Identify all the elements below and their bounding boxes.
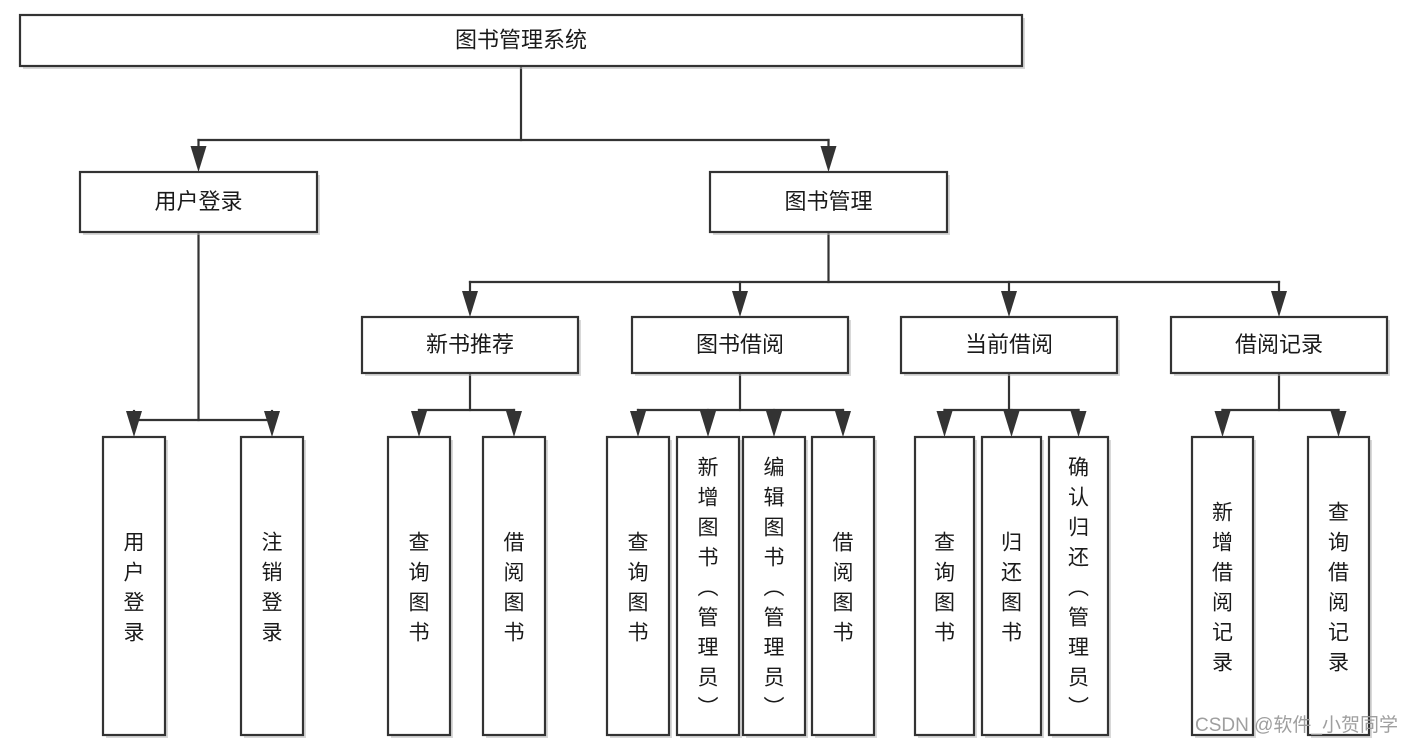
node-box[interactable] <box>386 435 452 737</box>
node-label: 借阅图书 <box>504 531 525 644</box>
arrow-head-icon <box>1003 411 1020 437</box>
node-box[interactable] <box>239 435 305 737</box>
connector-group-book-manage <box>462 230 1287 317</box>
node-box[interactable] <box>708 170 949 234</box>
arrow-head-icon <box>936 411 953 437</box>
node-leaf-cur-query[interactable]: 查询图书 <box>913 435 977 738</box>
node-box[interactable] <box>899 315 1119 375</box>
node-label: 图书管理系统 <box>455 27 587 52</box>
arrow-head-icon <box>190 146 207 172</box>
node-leaf-rec-search[interactable]: 查询借阅记录 <box>1306 435 1372 738</box>
node-box[interactable] <box>630 315 850 375</box>
arrow-head-icon <box>1001 291 1017 317</box>
connector-group-new-book-rec <box>411 371 522 437</box>
node-new-book-rec[interactable]: 新书推荐 <box>360 315 581 376</box>
node-label: 当前借阅 <box>965 332 1053 357</box>
connector-group-user-login <box>126 230 280 437</box>
node-leaf-user-login[interactable]: 用户登录 <box>101 435 168 738</box>
arrow-head-icon <box>835 411 851 437</box>
arrow-head-icon <box>1070 411 1087 437</box>
node-layer: 图书管理系统用户登录图书管理新书推荐图书借阅当前借阅借阅记录用户登录注销登录查询… <box>18 13 1390 738</box>
arrow-head-icon <box>462 291 478 317</box>
arrow-head-icon <box>732 291 748 317</box>
node-box[interactable] <box>1190 435 1255 737</box>
node-box[interactable] <box>1169 315 1389 375</box>
arrow-head-icon <box>820 146 837 172</box>
node-box[interactable] <box>1047 435 1110 737</box>
arrow-head-icon <box>1214 411 1231 437</box>
connector-group-current-borrow <box>936 371 1087 437</box>
node-current-borrow[interactable]: 当前借阅 <box>899 315 1120 376</box>
connector-group-borrow-record <box>1214 371 1347 437</box>
node-book-manage[interactable]: 图书管理 <box>708 170 950 235</box>
arrow-head-icon <box>126 411 142 437</box>
node-borrow-record[interactable]: 借阅记录 <box>1169 315 1390 376</box>
node-label: 新书推荐 <box>426 332 514 357</box>
node-box[interactable] <box>78 170 319 234</box>
node-label: 注销登录 <box>262 531 283 644</box>
arrow-head-icon <box>411 411 427 437</box>
node-leaf-rec-query[interactable]: 查询图书 <box>386 435 453 738</box>
node-user-login[interactable]: 用户登录 <box>78 170 320 235</box>
arrow-head-icon <box>700 411 716 437</box>
connector-group-root <box>190 64 837 172</box>
arrow-head-icon <box>264 411 280 437</box>
node-box[interactable] <box>913 435 976 737</box>
node-leaf-borrow-edit[interactable]: 编辑图书︵管理员︶ <box>741 435 808 738</box>
node-box[interactable] <box>980 435 1043 737</box>
node-box[interactable] <box>741 435 807 737</box>
node-leaf-user-logout[interactable]: 注销登录 <box>239 435 306 738</box>
node-label: 用户登录 <box>124 531 145 644</box>
node-label: 借阅图书 <box>833 531 854 644</box>
node-box[interactable] <box>675 435 741 737</box>
node-book-borrow[interactable]: 图书借阅 <box>630 315 851 376</box>
arrow-head-icon <box>506 411 522 437</box>
arrow-head-icon <box>766 411 782 437</box>
node-label: 查询借阅记录 <box>1328 501 1349 674</box>
node-label: 用户登录 <box>154 189 242 214</box>
node-label: 新增借阅记录 <box>1212 501 1233 674</box>
node-label: 查询图书 <box>409 531 430 644</box>
node-leaf-borrow-query[interactable]: 查询图书 <box>605 435 672 738</box>
node-label: 编辑图书︵管理员︶ <box>764 456 785 719</box>
arrow-head-icon <box>1271 291 1287 317</box>
node-leaf-rec-add[interactable]: 新增借阅记录 <box>1190 435 1256 738</box>
arrow-head-icon <box>1330 411 1347 437</box>
connector-group-book-borrow <box>630 371 851 437</box>
node-box[interactable] <box>481 435 547 737</box>
node-leaf-rec-borrow[interactable]: 借阅图书 <box>481 435 548 738</box>
node-label: 归还图书 <box>1001 531 1022 644</box>
node-box[interactable] <box>18 13 1024 68</box>
csdn-watermark: CSDN @软件_小贺同学 <box>1195 714 1398 736</box>
node-leaf-borrow-add[interactable]: 新增图书︵管理员︶ <box>675 435 742 738</box>
node-label: 借阅记录 <box>1235 332 1323 357</box>
connector-layer <box>126 64 1347 437</box>
arrow-head-icon <box>630 411 646 437</box>
node-leaf-cur-confirm[interactable]: 确认归还︵管理员︶ <box>1047 435 1111 738</box>
node-root[interactable]: 图书管理系统 <box>18 13 1025 69</box>
node-box[interactable] <box>360 315 580 375</box>
node-box[interactable] <box>605 435 671 737</box>
node-label: 图书管理 <box>784 189 872 214</box>
node-label: 图书借阅 <box>696 332 784 357</box>
node-label: 新增图书︵管理员︶ <box>698 456 719 719</box>
node-label: 确认归还︵管理员︶ <box>1068 456 1089 719</box>
node-box[interactable] <box>810 435 876 737</box>
node-box[interactable] <box>1306 435 1371 737</box>
node-label: 查询图书 <box>934 531 955 644</box>
node-leaf-cur-return[interactable]: 归还图书 <box>980 435 1044 738</box>
node-label: 查询图书 <box>628 531 649 644</box>
node-box[interactable] <box>101 435 167 737</box>
node-leaf-borrow-take[interactable]: 借阅图书 <box>810 435 877 738</box>
